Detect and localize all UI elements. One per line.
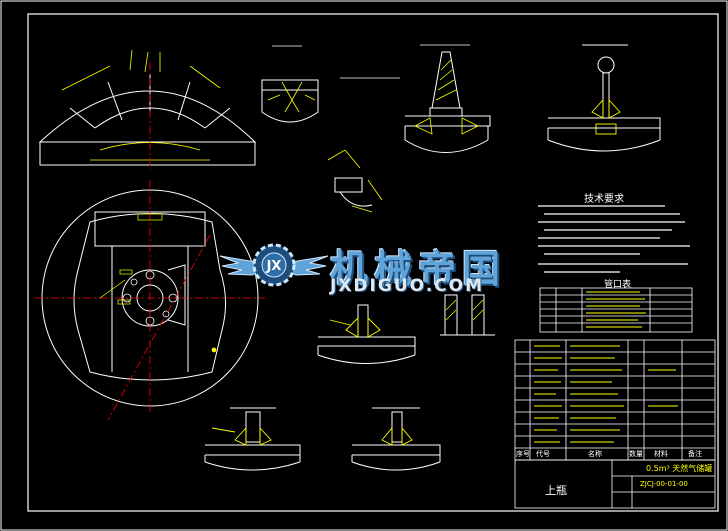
detail-F-hatch [445,299,484,321]
parts-list [514,339,716,461]
detail-D [334,177,373,207]
nozzle-table [539,287,693,333]
watermark-emblem: JX [219,243,329,287]
plan-view-dims [99,213,217,353]
nozzle-table-title: 管口表 [604,280,632,290]
shell-half-view [38,74,257,166]
detail-H-weld [381,426,413,446]
detail-F [440,294,495,336]
titleblock-drawing-code: ZJCJ-00-01-00 [640,480,688,488]
detail-A-weld [267,45,316,113]
detail-A [261,79,319,123]
watermark-url: JXDIGUO.COM [330,276,485,296]
parts-header-4: 材料 [654,450,668,458]
detail-B-labels [340,44,470,79]
parts-header-1: 代号 [536,450,550,458]
plan-view-centerlines [35,180,265,421]
notes-title: 技术要求 [584,194,624,205]
watermark-title: 机械帝国 [330,247,507,291]
detail-H [351,407,441,471]
detail-D-dims [327,149,383,213]
notes-lines [538,205,690,273]
detail-G [204,407,301,471]
parts-list-text [534,345,678,443]
detail-B-nozzle [404,51,491,153]
shell-half-dims [61,49,221,161]
detail-C-pipe [547,44,661,152]
parts-header-0: 序号 [516,450,530,458]
parts-header-2: 名称 [588,450,602,458]
parts-header-3: 数量 [629,450,643,458]
parts-header-5: 备注 [688,450,702,458]
detail-C-weld [591,98,621,135]
inner-frame [27,13,719,512]
titleblock-part-name: 上瓶 [545,484,567,497]
detail-B-hatch [414,59,479,135]
title-block [514,459,716,509]
detail-G-weld [211,426,272,446]
titleblock-drawing-name: 0.5m³ 天然气储罐 [646,464,713,473]
detail-E-weld [329,316,381,338]
detail-E [317,304,416,364]
watermark-emblem-text: JX [266,259,282,274]
nozzle-table-text [586,291,646,328]
